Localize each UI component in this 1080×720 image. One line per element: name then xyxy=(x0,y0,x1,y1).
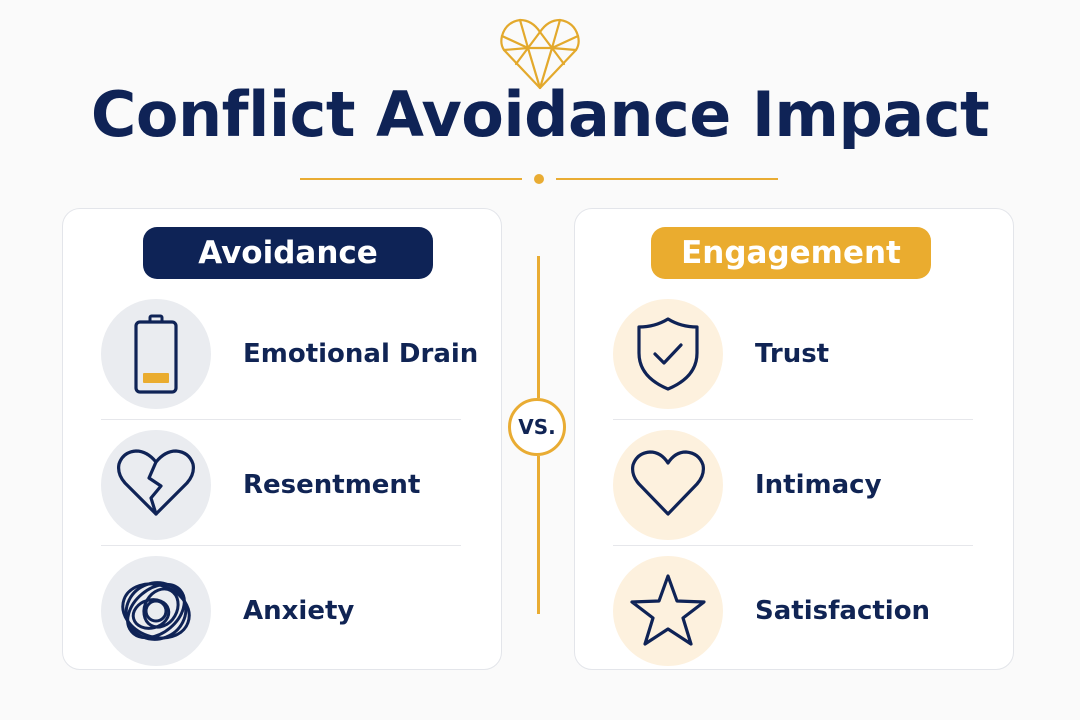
battery-low-icon xyxy=(101,299,211,409)
vs-line-bottom xyxy=(537,456,540,614)
list-item-resentment: Resentment xyxy=(101,430,461,540)
title-divider xyxy=(300,174,778,184)
item-label: Anxiety xyxy=(243,596,355,626)
list-item-trust: Trust xyxy=(613,299,973,409)
item-divider xyxy=(101,419,461,420)
vs-badge: VS. xyxy=(508,398,566,456)
broken-heart-icon xyxy=(101,430,211,540)
item-divider xyxy=(613,419,973,420)
geometric-heart-icon xyxy=(500,18,580,90)
item-label: Resentment xyxy=(243,470,421,500)
avoidance-panel: Avoidance Emotional Drain Resentment xyxy=(62,208,502,670)
list-item-anxiety: Anxiety xyxy=(101,556,461,666)
page-title: Conflict Avoidance Impact xyxy=(90,78,990,151)
item-label: Emotional Drain xyxy=(243,339,479,369)
vs-line-top xyxy=(537,256,540,398)
avoidance-header: Avoidance xyxy=(143,227,433,279)
star-icon xyxy=(613,556,723,666)
item-label: Trust xyxy=(755,339,830,369)
item-divider xyxy=(101,545,461,546)
list-item-emotional-drain: Emotional Drain xyxy=(101,299,478,409)
engagement-header: Engagement xyxy=(651,227,931,279)
engagement-panel: Engagement Trust Intimacy Satisfaction xyxy=(574,208,1014,670)
heart-icon xyxy=(613,430,723,540)
tangled-knot-icon xyxy=(101,556,211,666)
item-label: Intimacy xyxy=(755,470,882,500)
item-divider xyxy=(613,545,973,546)
shield-check-icon xyxy=(613,299,723,409)
item-label: Satisfaction xyxy=(755,596,931,626)
list-item-satisfaction: Satisfaction xyxy=(613,556,973,666)
list-item-intimacy: Intimacy xyxy=(613,430,973,540)
